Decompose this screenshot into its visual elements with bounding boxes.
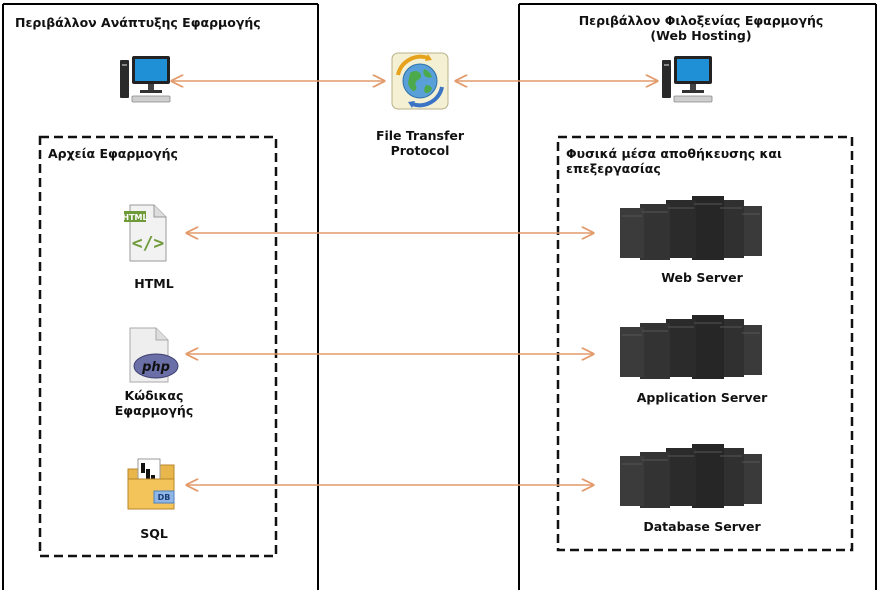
files-dashed-box (38, 135, 278, 558)
sql-badge-text: DB (158, 493, 171, 502)
storage-dashed-box (556, 135, 854, 552)
html-file-icon: HTML </> (122, 204, 167, 262)
sql-label: SQL (140, 526, 168, 541)
ftp-label-line2: Protocol (390, 143, 450, 158)
code-label: Κώδικας Εφαρμογής (115, 388, 193, 418)
hosting-computer-icon (662, 56, 713, 103)
html-label: HTML (134, 276, 174, 291)
php-badge-text: php (141, 360, 170, 375)
ftp-label-line1: File Transfer (375, 128, 465, 143)
files-box-title: Αρχεία Εφαρμογής (48, 146, 178, 161)
code-label-line1: Κώδικας (124, 388, 184, 403)
database-server-label: Database Server (643, 519, 761, 534)
server-rack-icon (620, 196, 762, 260)
svg-text:</>: </> (132, 233, 165, 254)
application-server-label: Application Server (636, 390, 768, 405)
php-file-icon: php (129, 327, 179, 383)
right-panel-title: Περιβάλλον Φιλοξενίας Εφαρμογής (Web Hos… (579, 13, 824, 43)
storage-box-title-line2: επεξεργασίας (566, 161, 661, 176)
sql-folder-icon: DB (127, 458, 175, 510)
server-rack-icon (620, 444, 762, 508)
storage-box-title: Φυσικά μέσα αποθήκευσης και επεξεργασίας (566, 146, 782, 176)
ftp-globe-icon (391, 52, 449, 110)
storage-box-title-line1: Φυσικά μέσα αποθήκευσης και (566, 146, 782, 161)
code-label-line2: Εφαρμογής (114, 403, 194, 418)
right-panel-title-line1: Περιβάλλον Φιλοξενίας Εφαρμογής (578, 13, 824, 28)
left-panel-title: Περιβάλλον Ανάπτυξης Εφαρμογής (15, 15, 261, 30)
server-rack-icon (620, 315, 762, 379)
html-badge-text: HTML (122, 213, 147, 222)
computer-icon (120, 56, 171, 103)
right-panel-title-line2: (Web Hosting) (650, 28, 752, 43)
ftp-label: File Transfer Protocol (376, 128, 464, 158)
web-server-label: Web Server (661, 270, 743, 285)
